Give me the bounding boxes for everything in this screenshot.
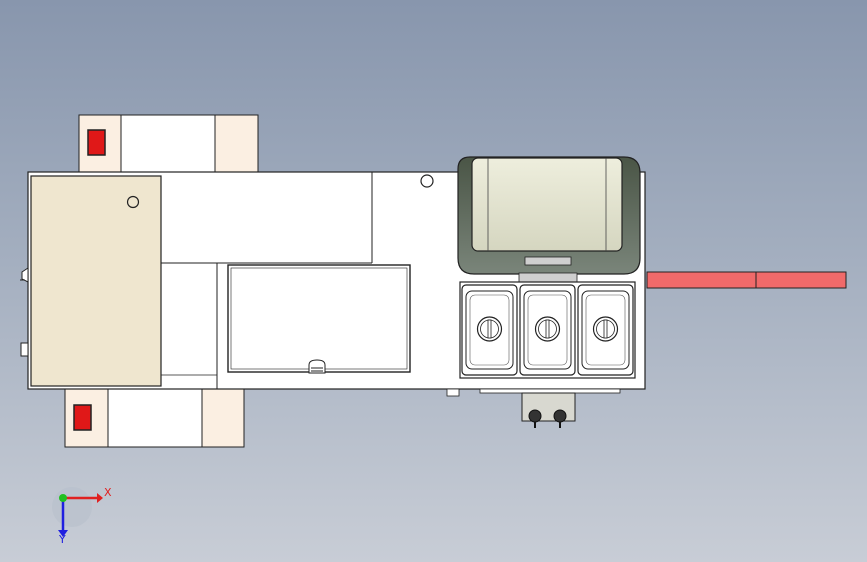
lid-panel[interactable] (227, 264, 411, 374)
knob-icon[interactable] (528, 409, 542, 428)
beige-panel-face (30, 175, 162, 387)
bottom-side-box-cream-right (201, 386, 245, 448)
top-red-switch[interactable] (87, 129, 106, 156)
side-shelf-right (755, 271, 847, 289)
pan-tray[interactable] (459, 281, 636, 379)
side-shelf[interactable] (646, 271, 847, 289)
food-pan-lid-inner (469, 294, 510, 366)
food-pan[interactable] (577, 284, 634, 376)
drain-bar (479, 388, 621, 394)
top-side-box[interactable] (78, 114, 259, 174)
pan-group (461, 284, 634, 376)
fryer-unit[interactable] (457, 156, 641, 284)
y-axis-dot (59, 494, 67, 502)
z-axis-arrow (58, 530, 68, 537)
food-pan[interactable] (519, 284, 576, 376)
x-axis-label: X (104, 486, 112, 499)
top-side-box-white (120, 114, 216, 174)
side-shelf-left (646, 271, 757, 289)
fryer-control-strip (524, 256, 572, 266)
lid-outline (227, 264, 411, 373)
z-axis-label: Y (58, 533, 66, 546)
knob-icon[interactable] (553, 409, 567, 428)
drain-clip (446, 388, 460, 397)
food-pan-lid-inner (527, 294, 568, 366)
lid-knob-icon[interactable] (534, 316, 561, 342)
axis-triad: X Y (52, 486, 112, 546)
lid-knob-icon[interactable] (476, 316, 503, 342)
lid-knob-icon[interactable] (592, 316, 619, 342)
circle-icon (420, 174, 434, 188)
drain-valve[interactable] (446, 388, 621, 428)
food-pan-lid-inner (585, 294, 626, 366)
top-side-box-cream-right (214, 114, 259, 174)
bottom-side-box[interactable] (64, 386, 245, 448)
bottom-side-box-white (107, 386, 203, 448)
circle-icon (126, 195, 140, 209)
latch-icon (20, 267, 29, 357)
food-pan[interactable] (461, 284, 518, 376)
beige-panel[interactable] (20, 175, 162, 387)
x-axis-arrow (97, 493, 103, 503)
bottom-red-switch[interactable] (73, 404, 92, 431)
triad-shadow (52, 487, 92, 527)
handle-icon[interactable] (308, 359, 326, 374)
fryer-basin (471, 157, 623, 252)
